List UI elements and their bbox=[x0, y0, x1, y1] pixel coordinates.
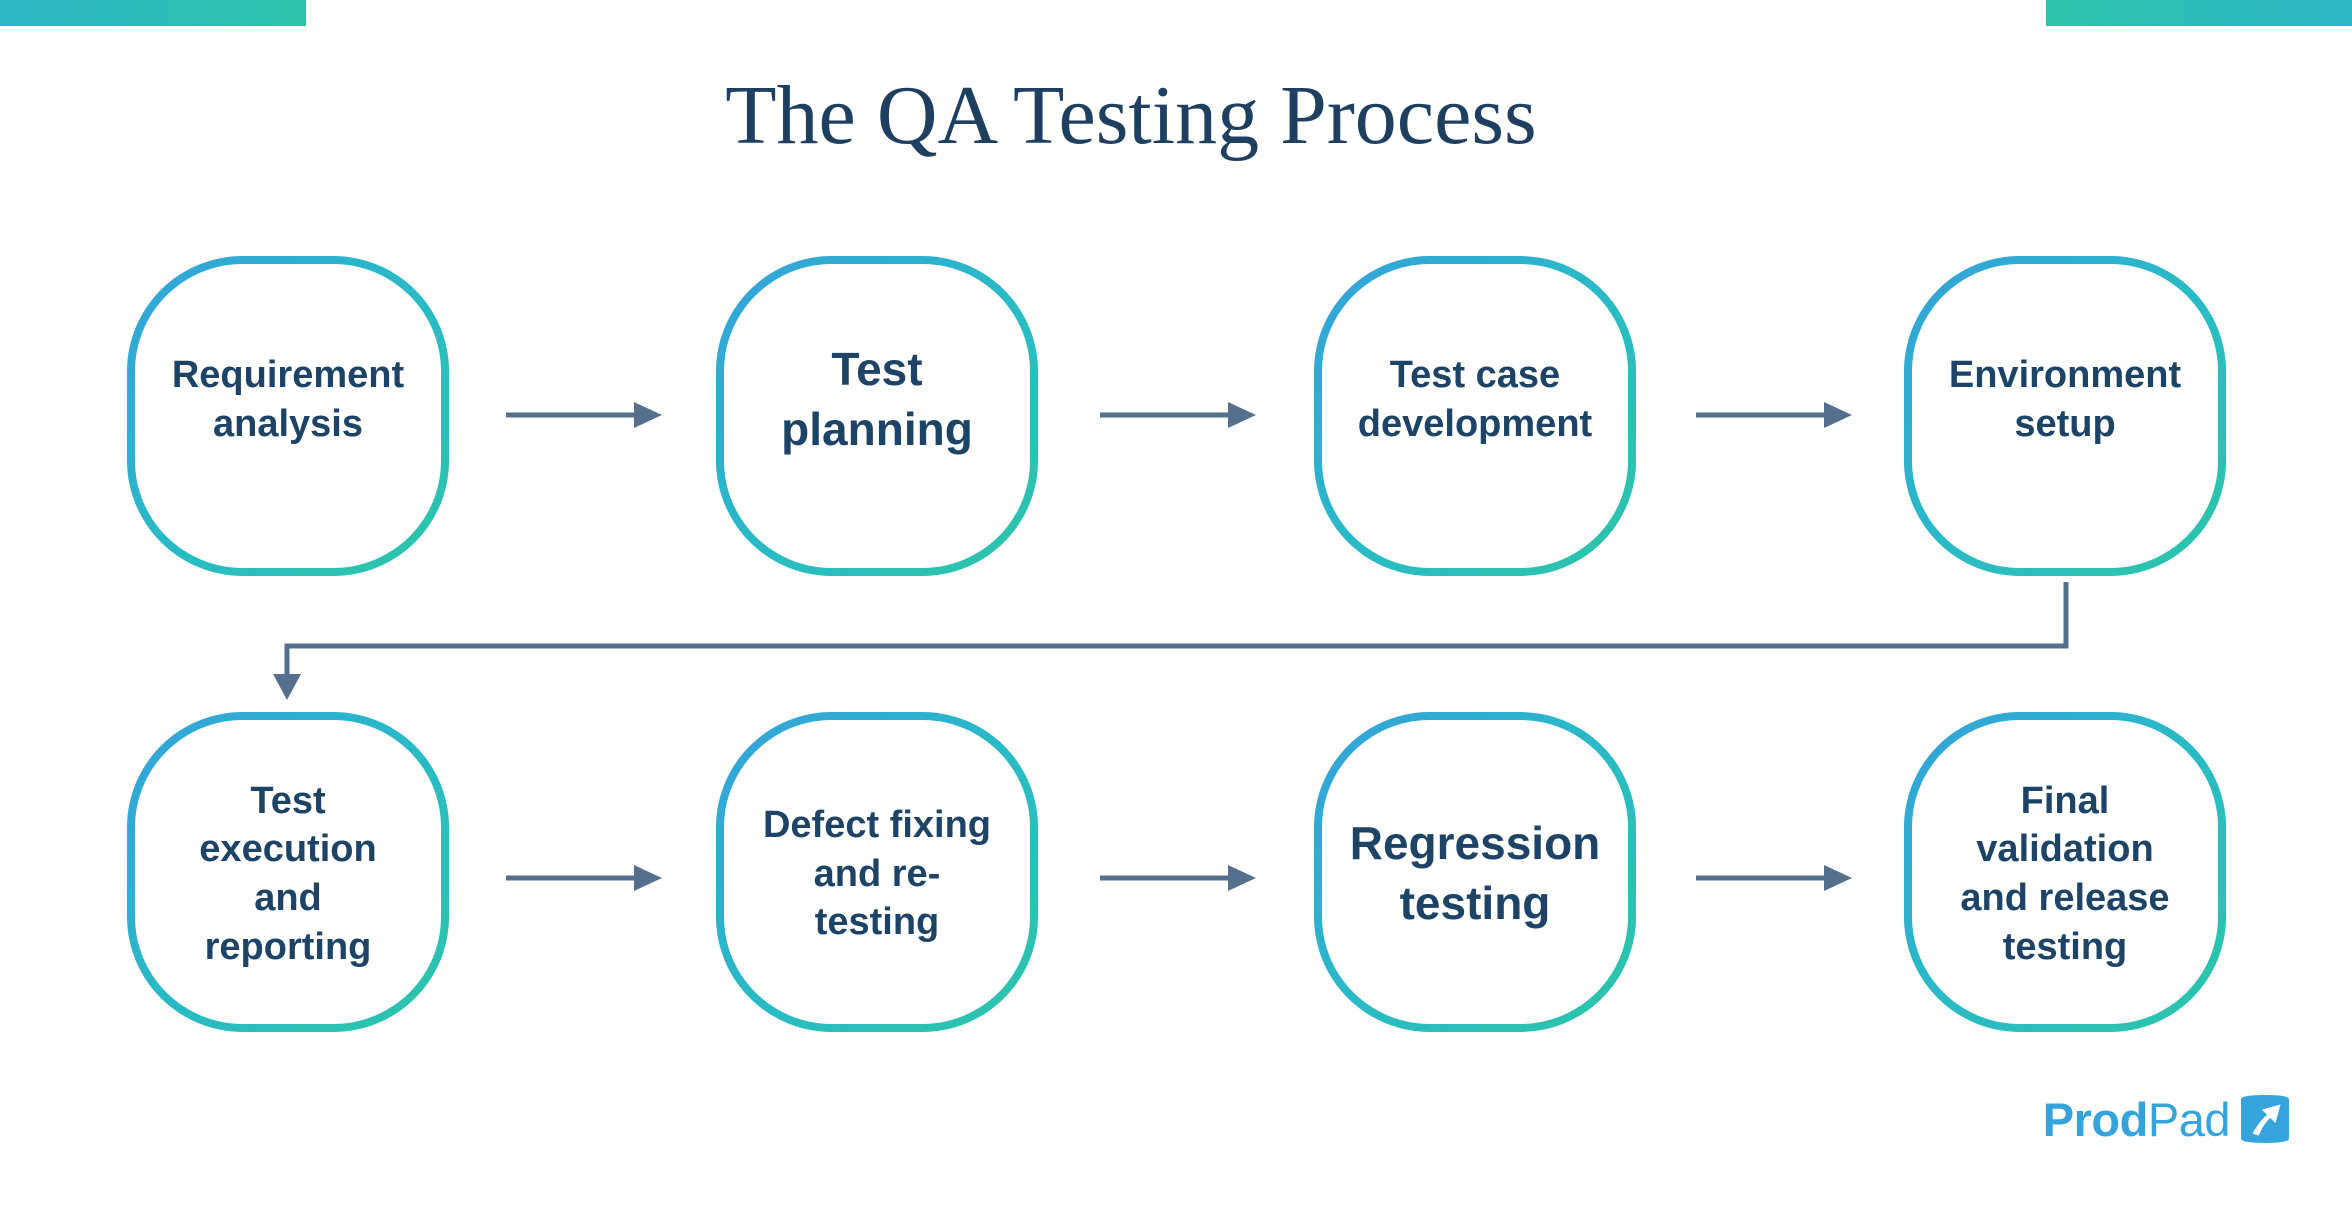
process-node-environment-setup: Environment setup bbox=[1904, 256, 2226, 576]
logo-text-pad: Pad bbox=[2147, 1092, 2231, 1146]
node-label: Defect fixing and re- testing bbox=[762, 804, 992, 944]
prodpad-logo: ProdPad bbox=[2043, 1094, 2290, 1144]
process-node-requirement-analysis: Requirement analysis bbox=[127, 256, 449, 576]
process-node-regression-testing: Regression testing bbox=[1314, 712, 1636, 1032]
arrow-right-icon bbox=[1696, 402, 1852, 428]
node-label: Test execution and reporting bbox=[199, 779, 377, 968]
arrow-up-right-icon bbox=[2241, 1095, 2289, 1143]
process-node-test-case-development: Test case development bbox=[1314, 256, 1636, 576]
logo-text-prod: Prod bbox=[2042, 1092, 2149, 1146]
arrow-right-icon bbox=[506, 865, 662, 891]
process-node-defect-fixing-and-retesting: Defect fixing and re- testing bbox=[716, 712, 1038, 1032]
page-title: The QA Testing Process bbox=[725, 69, 1537, 162]
process-node-test-planning: Test planning bbox=[716, 256, 1038, 576]
node-label: Environment setup bbox=[1948, 354, 2182, 445]
node-label: Test case development bbox=[1357, 354, 1593, 445]
node-label: Requirement analysis bbox=[171, 354, 405, 445]
arrow-right-icon bbox=[1100, 402, 1256, 428]
arrow-right-icon bbox=[1696, 865, 1852, 891]
node-label: Test planning bbox=[781, 343, 973, 455]
elbow-arrow-down-icon bbox=[273, 582, 2069, 700]
node-label: Regression testing bbox=[1349, 817, 1601, 929]
arrow-right-icon bbox=[506, 402, 662, 428]
process-node-final-validation-and-release-testing: Final validation and release testing bbox=[1904, 712, 2226, 1032]
teal-accent-bar-top-right bbox=[2046, 0, 2352, 26]
process-node-test-execution-and-reporting: Test execution and reporting bbox=[127, 712, 449, 1032]
teal-accent-bar-top-left bbox=[0, 0, 306, 26]
prodpad-logo-text: ProdPad bbox=[2042, 1092, 2231, 1146]
node-label: Final validation and release testing bbox=[1960, 779, 2170, 968]
arrow-right-icon bbox=[1100, 865, 1256, 891]
